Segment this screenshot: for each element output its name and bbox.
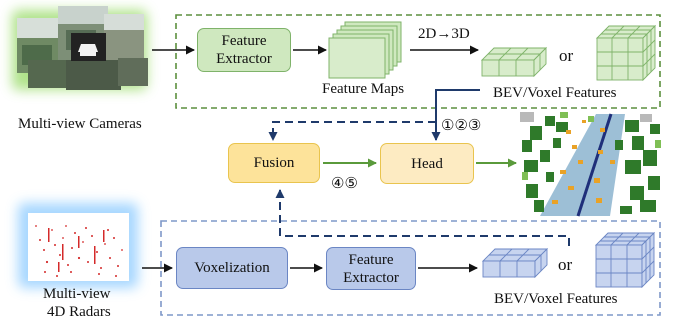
camera-branch-frame — [175, 14, 661, 109]
lift-label: 2D→3D — [418, 26, 470, 42]
camera-or-label: or — [559, 46, 574, 65]
voxelization-label: Voxelization — [194, 260, 270, 276]
radar-label-line1: Multi-view — [43, 286, 111, 302]
head-label: Head — [411, 155, 443, 172]
output-scene-image — [520, 112, 663, 217]
head-step-marks: ①②③ — [441, 118, 482, 134]
voxelization-box: Voxelization — [176, 247, 288, 289]
camera-bev-slab — [480, 46, 548, 78]
arrow-camera-to-fusion — [268, 121, 436, 141]
feature-maps-label: Feature Maps — [322, 81, 405, 97]
radar-voxel-cube — [594, 231, 656, 289]
radar-or-label: or — [558, 255, 573, 274]
radar-image — [18, 203, 138, 288]
cameras-label: Multi-view Cameras — [18, 116, 142, 132]
camera-voxel-cube — [595, 24, 657, 82]
radar-branch-frame — [160, 220, 661, 316]
feature-maps-stack — [328, 21, 402, 79]
camera-feature-extractor-box: Feature Extractor — [197, 28, 291, 72]
radar-bev-label: BEV/Voxel Features — [494, 291, 618, 307]
radar-label-line2: 4D Radars — [47, 304, 111, 320]
radar-feature-extractor-label: Feature Extractor — [343, 251, 399, 286]
arrow-radar-to-fusion — [275, 189, 570, 246]
fusion-box: Fusion — [228, 143, 320, 183]
arrow-camera-bev-to-head — [431, 89, 480, 141]
camera-bev-label: BEV/Voxel Features — [493, 85, 617, 101]
head-box: Head — [380, 143, 474, 184]
fusion-label: Fusion — [253, 155, 295, 171]
radar-feature-extractor-box: Feature Extractor — [326, 247, 416, 290]
camera-images — [12, 6, 148, 90]
fusion-step-marks: ④⑤ — [331, 176, 358, 192]
radar-bev-slab — [481, 247, 549, 279]
camera-feature-extractor-label: Feature Extractor — [216, 33, 272, 67]
